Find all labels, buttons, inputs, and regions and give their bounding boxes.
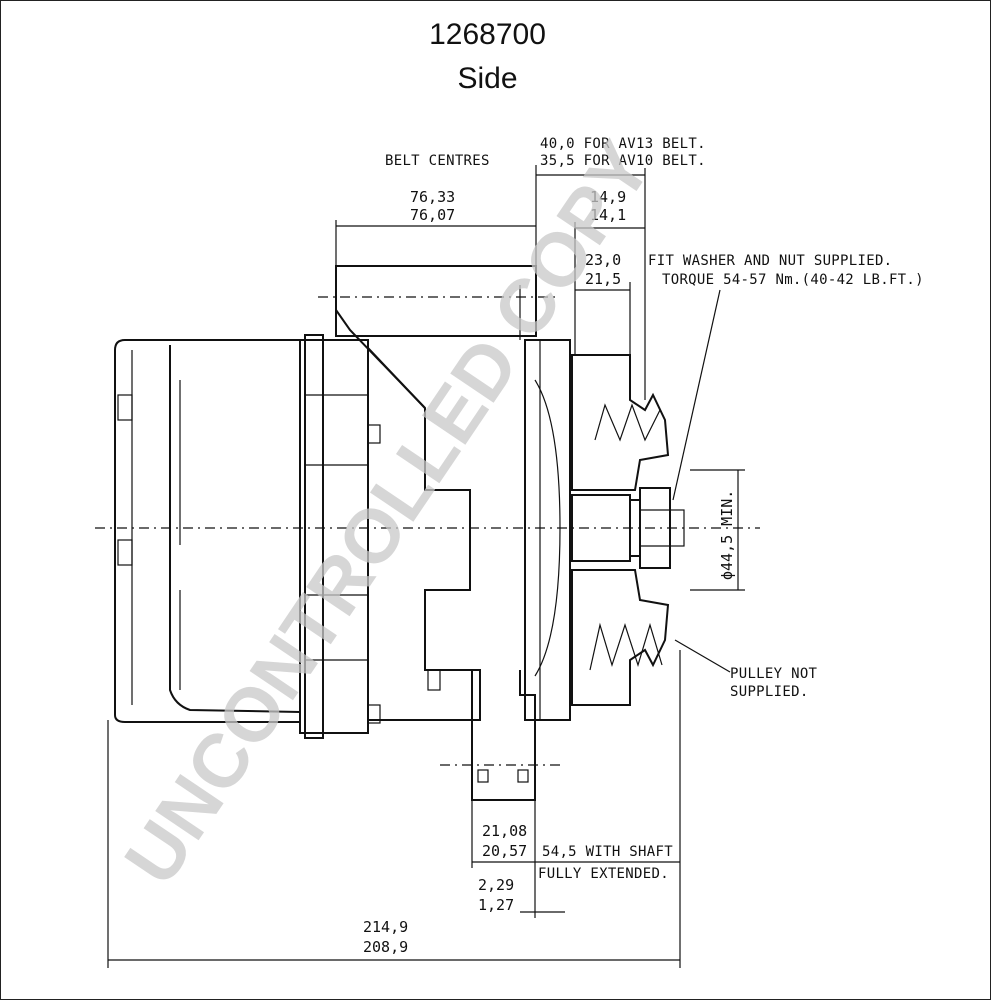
pulley-note-line1: PULLEY NOT <box>730 666 818 682</box>
dim-21-lower: 20,57 <box>482 842 527 860</box>
dim-23-upper: 23,0 <box>585 251 621 269</box>
belt-centres-label: BELT CENTRES <box>385 153 490 169</box>
belt-av13-note: 40,0 FOR AV13 BELT. <box>540 136 706 152</box>
alternator-body <box>114 334 481 739</box>
washer-nut-note-line1: FIT WASHER AND NUT SUPPLIED. <box>648 253 892 269</box>
dim-14-upper: 14,9 <box>590 188 626 206</box>
pulley <box>571 354 670 706</box>
view-subtitle: Side <box>457 62 518 95</box>
dim-214-lower: 208,9 <box>363 938 408 956</box>
belt-av10-note: 35,5 FOR AV10 BELT. <box>540 153 706 169</box>
shaft-diameter-label: ϕ44,5 MIN. <box>718 490 736 580</box>
part-number-title: 1268700 <box>429 18 546 51</box>
dim-21-upper: 21,08 <box>482 822 527 840</box>
dimension-lines <box>107 165 745 968</box>
uncontrolled-copy-watermark: UNCONTROLLED COPY <box>109 127 668 899</box>
mounting-lug-bottom <box>471 670 536 801</box>
dim-2-upper: 2,29 <box>478 876 514 894</box>
drive-end-bracket <box>524 339 571 721</box>
shaft-extended-note-line1: 54,5 WITH SHAFT <box>542 844 673 860</box>
dim-14-lower: 14,1 <box>590 206 626 224</box>
pulley-note-line2: SUPPLIED. <box>730 684 809 700</box>
mounting-lug-top <box>335 265 537 409</box>
dim-2-lower: 1,27 <box>478 896 514 914</box>
dim-23-lower: 21,5 <box>585 270 621 288</box>
shaft-nut-washer <box>571 487 685 569</box>
washer-nut-note-line2: TORQUE 54-57 Nm.(40-42 LB.FT.) <box>662 272 924 288</box>
dim-214-upper: 214,9 <box>363 918 408 936</box>
dim-76-lower: 76,07 <box>410 206 455 224</box>
dim-76-upper: 76,33 <box>410 188 455 206</box>
shaft-extended-note-line2: FULLY EXTENDED. <box>538 866 669 882</box>
